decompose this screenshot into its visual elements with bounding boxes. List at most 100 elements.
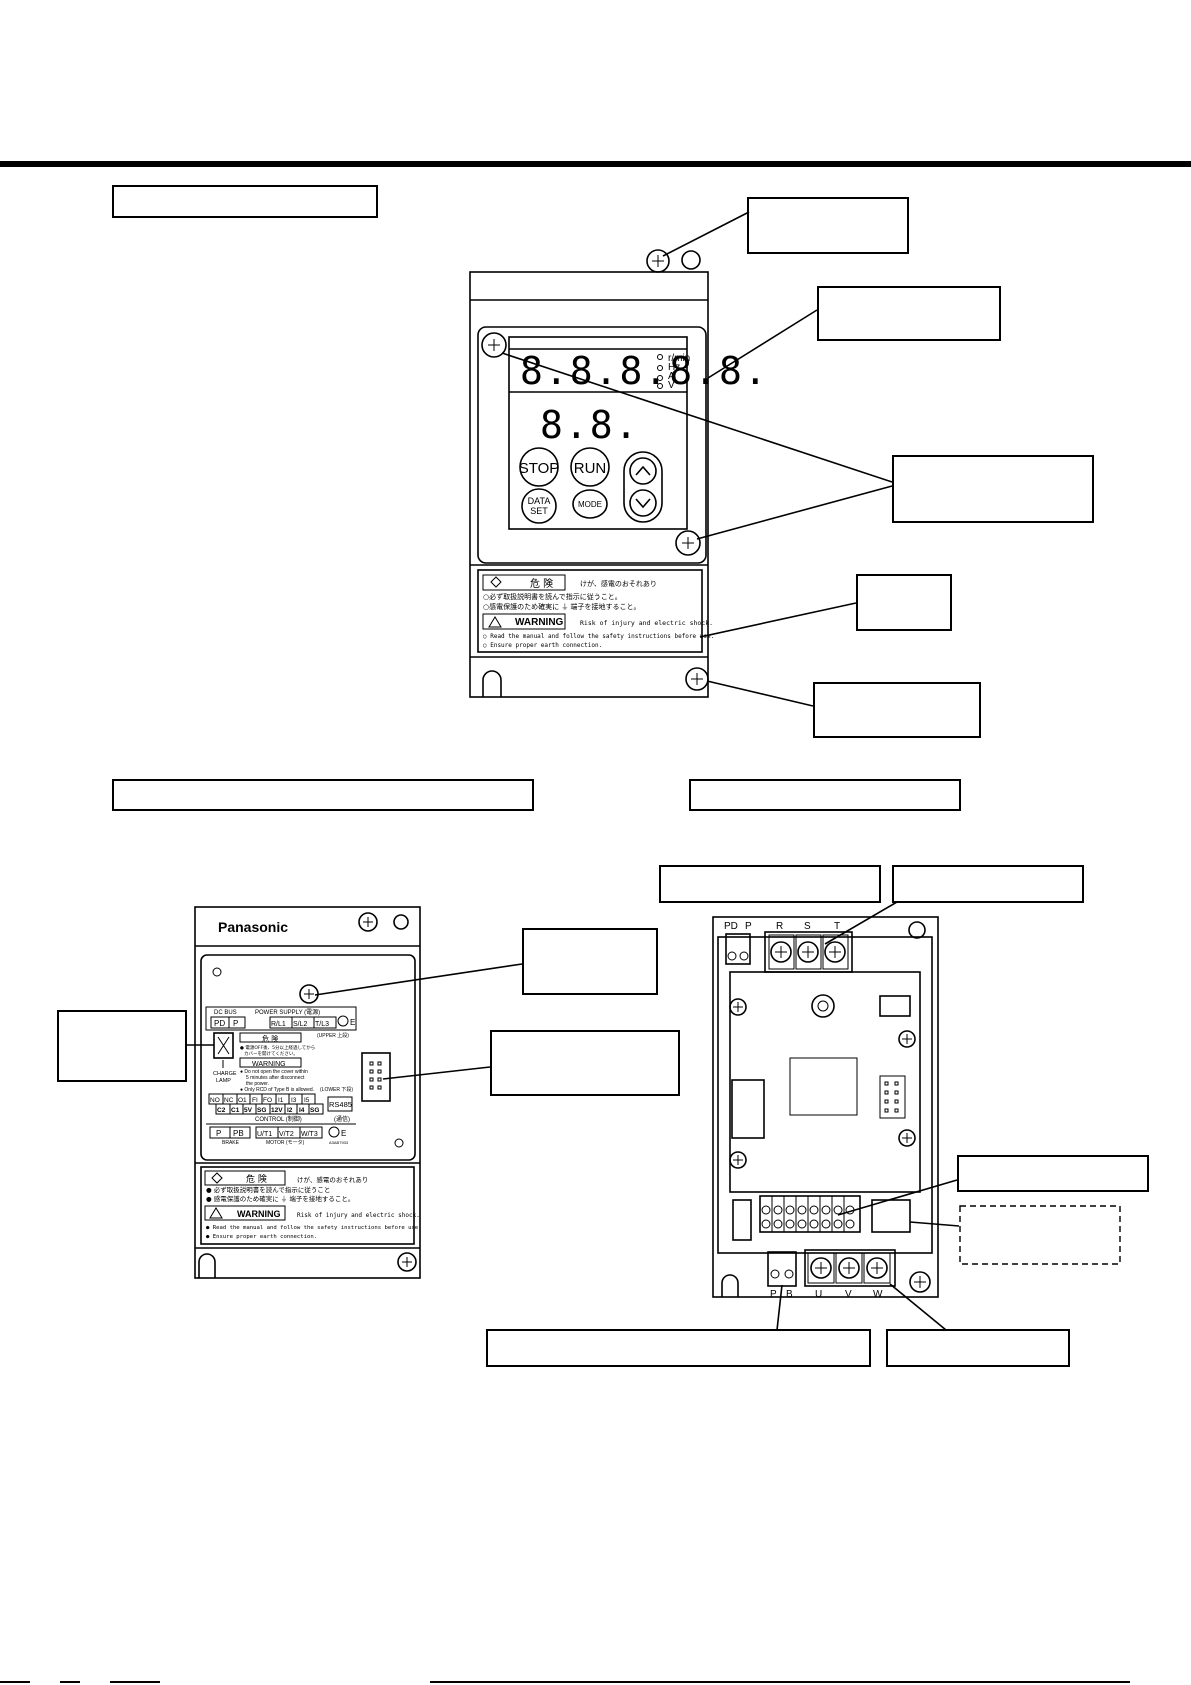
cover-body — [194, 906, 421, 1279]
svg-text:I2: I2 — [287, 1107, 293, 1114]
cover-warning-label — [200, 1166, 415, 1245]
svg-text:A3AB7933: A3AB7933 — [329, 1140, 349, 1145]
svg-text:PD: PD — [724, 921, 738, 932]
control-terminal-row-1: NO NC O1 FI FO I1 I3 I5 — [208, 1093, 316, 1105]
svg-text:R/L1: R/L1 — [271, 1021, 286, 1028]
svg-text:I3: I3 — [291, 1097, 297, 1104]
terminal-screw-icon — [770, 941, 792, 963]
svg-text:BRAKE: BRAKE — [222, 1140, 240, 1146]
svg-text:(通信): (通信) — [334, 1115, 350, 1123]
svg-text:Risk of injury and electric sh: Risk of injury and electric shock. — [297, 1212, 420, 1219]
up-down-keys[interactable] — [623, 451, 663, 523]
callout-box — [486, 1329, 871, 1367]
svg-text:○感電保護のため確実に ⏚ 端子を接地すること。: ○感電保護のため確実に ⏚ 端子を接地すること。 — [483, 602, 641, 611]
data-set-button[interactable] — [521, 488, 557, 524]
svg-text:● 電源OFF後、5分以上経過してから: ● 電源OFF後、5分以上経過してから — [240, 1044, 315, 1051]
svg-text:E: E — [350, 1018, 355, 1027]
svg-text:● Ensure proper earth connecti: ● Ensure proper earth connection. — [206, 1234, 317, 1240]
screw-icon — [685, 667, 709, 691]
svg-text:STOP: STOP — [519, 460, 560, 477]
screw-icon — [898, 1129, 916, 1147]
svg-text:T: T — [834, 921, 840, 932]
svg-text:W/T3: W/T3 — [301, 1131, 318, 1138]
callout-box — [856, 574, 952, 631]
rs485-socket — [871, 1199, 911, 1233]
svg-text:SET: SET — [530, 506, 548, 516]
svg-text:12V: 12V — [271, 1107, 283, 1114]
svg-text:5V: 5V — [244, 1107, 253, 1114]
svg-text:けが、感電のおそれあり: けが、感電のおそれあり — [297, 1175, 368, 1184]
svg-text:CHARGE: CHARGE — [213, 1071, 237, 1077]
hole-icon — [393, 914, 409, 930]
svg-text:V/T2: V/T2 — [279, 1131, 294, 1138]
screw-icon — [358, 912, 378, 932]
svg-text:● 感電保護のため確実に ⏚ 端子を接地すること。: ● 感電保護のため確実に ⏚ 端子を接地すること。 — [206, 1194, 354, 1203]
small-seven-seg: 8.8. — [540, 403, 640, 447]
bottom-terminal-labels: P B U V W — [770, 1289, 883, 1300]
down-button[interactable] — [629, 489, 657, 517]
power-terminal-row: PD P R/L1 S/L2 T/L3 — [210, 1016, 337, 1029]
svg-text:B: B — [786, 1289, 793, 1300]
control-terminal-strip — [759, 1195, 861, 1233]
svg-text:SG: SG — [257, 1107, 266, 1114]
svg-text:カバーを開けてください。: カバーを開けてください。 — [244, 1050, 298, 1057]
svg-text:P: P — [233, 1019, 238, 1028]
svg-text:T/L3: T/L3 — [315, 1021, 329, 1028]
section-box-cover — [112, 779, 534, 811]
unit-hz: Hz — [668, 362, 680, 373]
svg-text:C1: C1 — [231, 1107, 240, 1114]
svg-text:FI: FI — [252, 1097, 258, 1104]
svg-text:SG: SG — [310, 1107, 319, 1114]
cover-screw-icon — [481, 332, 507, 358]
svg-text:P: P — [770, 1289, 777, 1300]
earth-screw-icon — [909, 1271, 931, 1293]
earth-icon — [337, 1015, 349, 1027]
svg-text:5 minutes after disconnect: 5 minutes after disconnect — [246, 1075, 305, 1081]
svg-text:けが、感電のおそれあり: けが、感電のおそれあり — [580, 579, 657, 588]
front-body — [469, 271, 709, 698]
svg-text:I1: I1 — [278, 1097, 284, 1104]
svg-text:MOTOR (モータ): MOTOR (モータ) — [266, 1139, 305, 1146]
display-window — [508, 336, 688, 530]
up-button[interactable] — [629, 457, 657, 485]
main-seven-seg: 8.8.8.8.8. — [520, 349, 769, 393]
screw-icon — [646, 249, 670, 273]
mode-button[interactable] — [572, 489, 608, 519]
brake-terminal-block — [767, 1251, 797, 1287]
stop-button[interactable] — [519, 447, 559, 487]
svg-text:● Only RCD of Type B is allowe: ● Only RCD of Type B is allowed. — [240, 1087, 314, 1093]
header-rule — [0, 161, 1191, 167]
danger-diamond-icon — [211, 1172, 223, 1184]
svg-text:MODE: MODE — [578, 500, 602, 509]
callout-box — [659, 865, 881, 903]
svg-text:WARNING: WARNING — [237, 1209, 281, 1219]
callout-box — [892, 455, 1094, 523]
svg-text:RUN: RUN — [574, 460, 607, 477]
warning-triangle-icon — [488, 616, 502, 628]
callout-box — [892, 865, 1084, 903]
rs485-port — [361, 1052, 391, 1102]
svg-text:E: E — [341, 1129, 346, 1138]
hole-icon — [681, 250, 701, 270]
svg-text:● Do not open the cover within: ● Do not open the cover within — [240, 1069, 308, 1075]
svg-text:● Read the manual and follow t: ● Read the manual and follow the safety … — [206, 1225, 422, 1231]
svg-text:FO: FO — [263, 1097, 272, 1104]
motor-terminal-block — [804, 1249, 896, 1287]
svg-text:U: U — [815, 1289, 822, 1300]
svg-text:○ Read the manual and follow t: ○ Read the manual and follow the safety … — [483, 633, 714, 640]
brand-logo: Panasonic — [218, 919, 288, 935]
svg-text:CONTROL (制御): CONTROL (制御) — [255, 1115, 302, 1123]
section-box-terminal — [689, 779, 961, 811]
svg-text:危 険: 危 険 — [262, 1034, 278, 1043]
svg-text:S/L2: S/L2 — [293, 1021, 308, 1028]
control-terminal-row-2: C2 C1 5V SG 12V I2 I4 SG — [215, 1103, 324, 1115]
run-button[interactable] — [570, 447, 610, 487]
terminal-screw-icon — [810, 1257, 832, 1279]
top-terminal-labels: PD P R S T — [724, 921, 840, 932]
callout-box — [813, 682, 981, 738]
svg-text:WARNING: WARNING — [252, 1061, 286, 1068]
svg-text:NO: NO — [210, 1097, 220, 1104]
screw-icon — [898, 1030, 916, 1048]
svg-text:the power.: the power. — [246, 1081, 269, 1087]
terminal-view: PD P R S T — [712, 916, 939, 1300]
